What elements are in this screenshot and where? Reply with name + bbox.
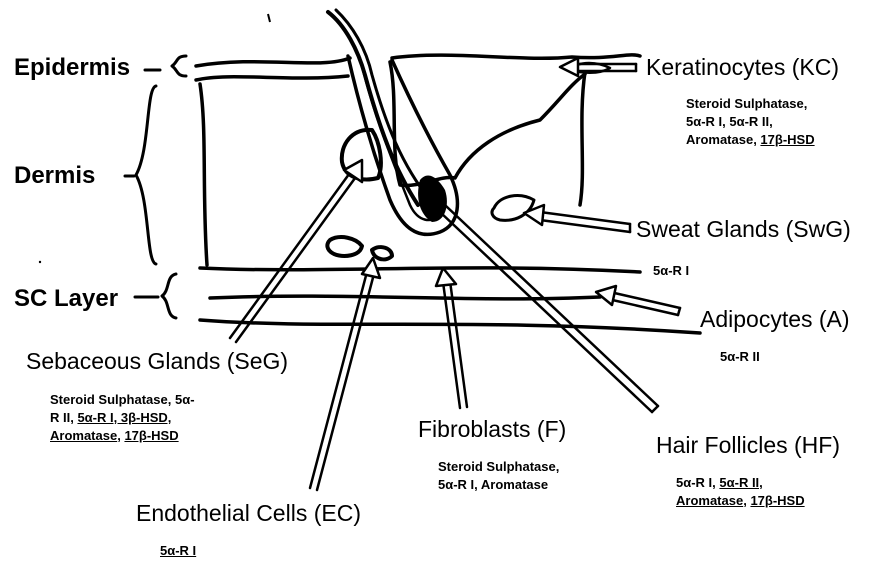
arrow-fibroblasts — [436, 268, 467, 408]
seg-enzyme-5ar2: R II, — [50, 410, 77, 425]
hf-enzyme-17b-hsd: 17β-HSD — [750, 493, 804, 508]
sebaceous-enzymes: Steroid Sulphatase, 5α- R II, 5α-R I, 3β… — [50, 391, 195, 445]
hair-shaft — [328, 12, 418, 205]
label-sebaceous-glands: Sebaceous Glands (SeG) — [26, 348, 288, 375]
label-sweat-glands: Sweat Glands (SwG) — [636, 216, 851, 243]
seg-enzyme-aromatase: Aromatase — [50, 428, 117, 443]
seg-enzymes-line-2: R II, 5α-R I, 3β-HSD, — [50, 409, 195, 427]
vessel-1 — [327, 237, 362, 256]
f-enzymes-line-2: 5α-R I, Aromatase — [438, 476, 559, 494]
seg-enzymes-line-1: Steroid Sulphatase, 5α- — [50, 391, 195, 409]
arrow-hair-follicles — [440, 206, 658, 412]
dermis-left-wall — [200, 84, 207, 265]
arrow-sebaceous — [230, 160, 362, 342]
bracket-epidermis — [172, 56, 186, 76]
endothelial-enzymes: 5α-R I — [160, 542, 196, 560]
seg-enzyme-5ar1-3bhsd: 5α-R I, 3β-HSD, — [77, 410, 171, 425]
label-fibroblasts: Fibroblasts (F) — [418, 416, 566, 443]
sweat-glands-enzymes: 5α-R I — [653, 262, 689, 280]
stray-mark-1 — [268, 14, 270, 22]
hf-enzymes-line-2: Aromatase, 17β-HSD — [676, 492, 805, 510]
epidermis-boundary-left — [196, 76, 348, 80]
dermis-sc-boundary — [200, 268, 640, 272]
adipocytes-enzymes: 5α-R II — [720, 348, 760, 366]
stray-mark-2 — [39, 261, 41, 263]
seg-enzyme-17b-hsd: 17β-HSD — [124, 428, 178, 443]
label-endothelial-cells: Endothelial Cells (EC) — [136, 500, 361, 527]
dermis-right-wall — [580, 72, 585, 205]
hf-enzymes-line-1: 5α-R I, 5α-R II, — [676, 474, 805, 492]
label-epidermis: Epidermis — [14, 54, 130, 82]
hair-follicles-enzymes: 5α-R I, 5α-R II, Aromatase, 17β-HSD — [676, 474, 805, 510]
kc-enzymes-line-3: Aromatase, 17β-HSD — [686, 131, 815, 149]
hf-enzyme-5ar1: 5α-R I, — [676, 475, 719, 490]
seg-enzymes-line-3: Aromatase, 17β-HSD — [50, 427, 195, 445]
label-keratinocytes: Keratinocytes (KC) — [646, 54, 839, 81]
fibroblasts-enzymes: Steroid Sulphatase, 5α-R I, Aromatase — [438, 458, 559, 494]
kc-enzyme-17b-hsd: 17β-HSD — [760, 132, 814, 147]
label-dermis: Dermis — [14, 162, 95, 190]
bracket-dermis — [136, 86, 156, 264]
vessel-2 — [372, 247, 392, 259]
arrow-sweat-glands — [524, 205, 630, 232]
arrow-endothelial — [310, 258, 380, 490]
kc-enzymes-line-2: 5α-R I, 5α-R II, — [686, 113, 815, 131]
kc-enzyme-aromatase: Aromatase, — [686, 132, 760, 147]
epidermal-ridge — [390, 62, 585, 185]
keratinocytes-enzymes: Steroid Sulphatase, 5α-R I, 5α-R II, Aro… — [686, 95, 815, 149]
f-enzymes-line-1: Steroid Sulphatase, — [438, 458, 559, 476]
hair-bulb — [418, 175, 447, 222]
label-sc-layer: SC Layer — [14, 285, 118, 313]
hf-enzyme-5ar2: 5α-R II, — [719, 475, 762, 490]
arrow-adipocytes — [596, 286, 680, 315]
label-hair-follicles: Hair Follicles (HF) — [656, 432, 840, 459]
kc-enzymes-line-1: Steroid Sulphatase, — [686, 95, 815, 113]
hf-enzyme-aromatase: Aromatase — [676, 493, 743, 508]
label-adipocytes: Adipocytes (A) — [700, 306, 850, 333]
bracket-sc — [162, 274, 176, 318]
